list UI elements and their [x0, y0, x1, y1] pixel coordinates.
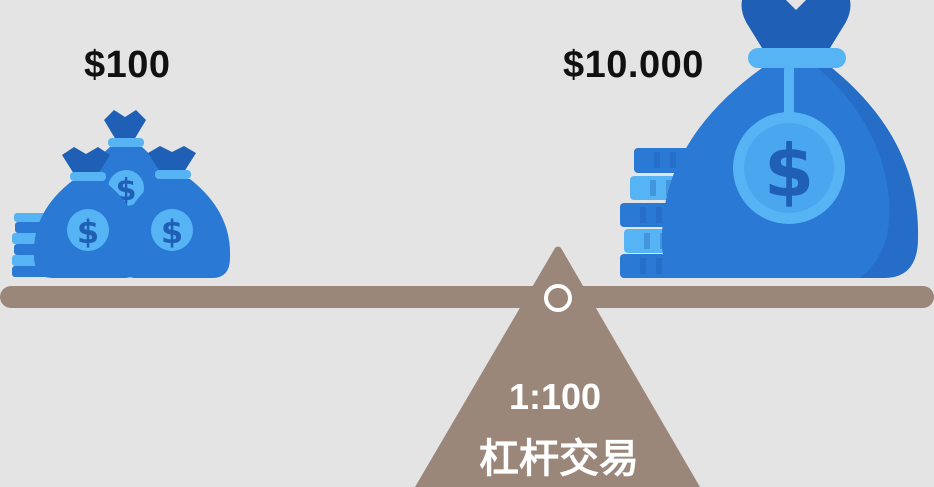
- balance-beam: [0, 286, 934, 308]
- right-amount-label: $10.000: [563, 44, 704, 86]
- svg-text:$: $: [764, 129, 814, 213]
- money-bag-icon: $: [117, 146, 231, 278]
- fulcrum-triangle: [415, 246, 700, 487]
- leverage-caption: 杠杆交易: [479, 436, 639, 482]
- left-amount-label: $100: [84, 44, 171, 86]
- money-bag-icon: $: [661, 0, 919, 278]
- money-bag-icon: $: [33, 147, 143, 278]
- svg-text:$: $: [161, 213, 183, 251]
- pivot-circle: [544, 284, 572, 312]
- leverage-ratio: 1:100: [508, 376, 602, 417]
- svg-text:$: $: [77, 213, 99, 251]
